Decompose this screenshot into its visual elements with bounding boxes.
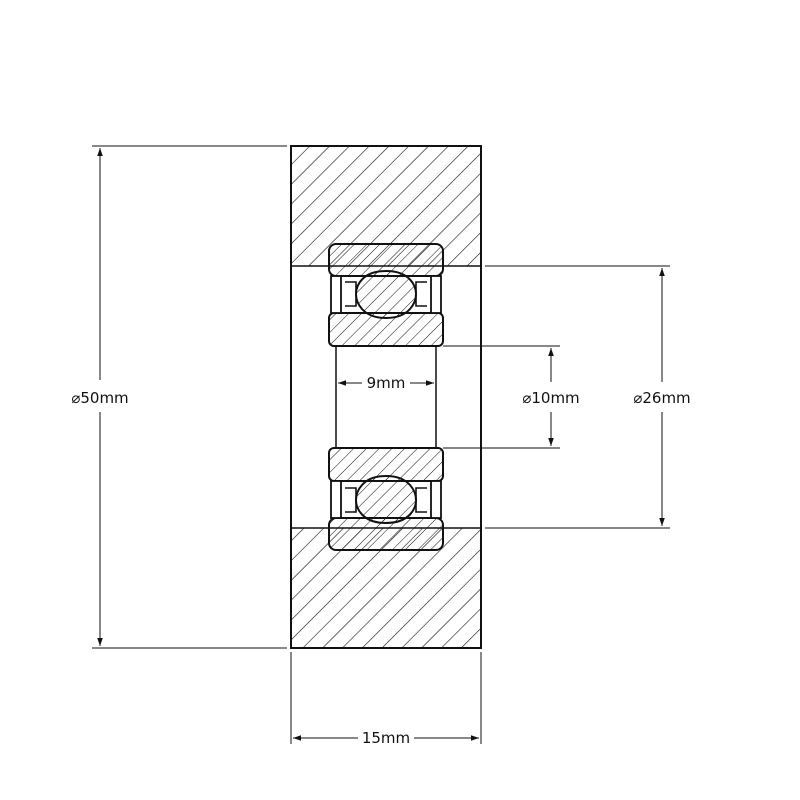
bearing-top-half xyxy=(328,243,444,347)
outer-width-label: 15mm xyxy=(362,729,410,747)
cage-left-top xyxy=(345,281,357,307)
ball-bottom xyxy=(354,474,418,525)
ball-top xyxy=(354,269,418,320)
dimension-outer-diameter: ⌀50mm xyxy=(71,148,129,646)
dimension-bearing-width: 9mm xyxy=(338,374,434,392)
extension-lines xyxy=(92,145,670,744)
seal-right-top xyxy=(430,275,442,314)
outer-tyre-outline xyxy=(290,145,482,649)
bearing-bore xyxy=(335,346,437,448)
cage-right-bottom xyxy=(415,487,427,513)
cage-right-top xyxy=(415,281,427,307)
bearing-width-label: 9mm xyxy=(367,374,406,392)
dimension-bearing-outer-diameter: ⌀26mm xyxy=(633,268,691,526)
bearing-outer-diameter-label: ⌀26mm xyxy=(633,389,690,407)
seal-left-top xyxy=(330,275,342,314)
seal-right-bottom xyxy=(430,480,442,519)
dimension-bore-diameter: ⌀10mm xyxy=(522,348,580,446)
dimension-outer-width: 15mm xyxy=(293,729,479,747)
cage-left-bottom xyxy=(345,487,357,513)
outer-diameter-label: ⌀50mm xyxy=(71,389,128,407)
seal-left-bottom xyxy=(330,480,342,519)
outer-tyre-section xyxy=(290,145,482,649)
bearing-bottom-half xyxy=(328,447,444,551)
bore-diameter-label: ⌀10mm xyxy=(522,389,579,407)
